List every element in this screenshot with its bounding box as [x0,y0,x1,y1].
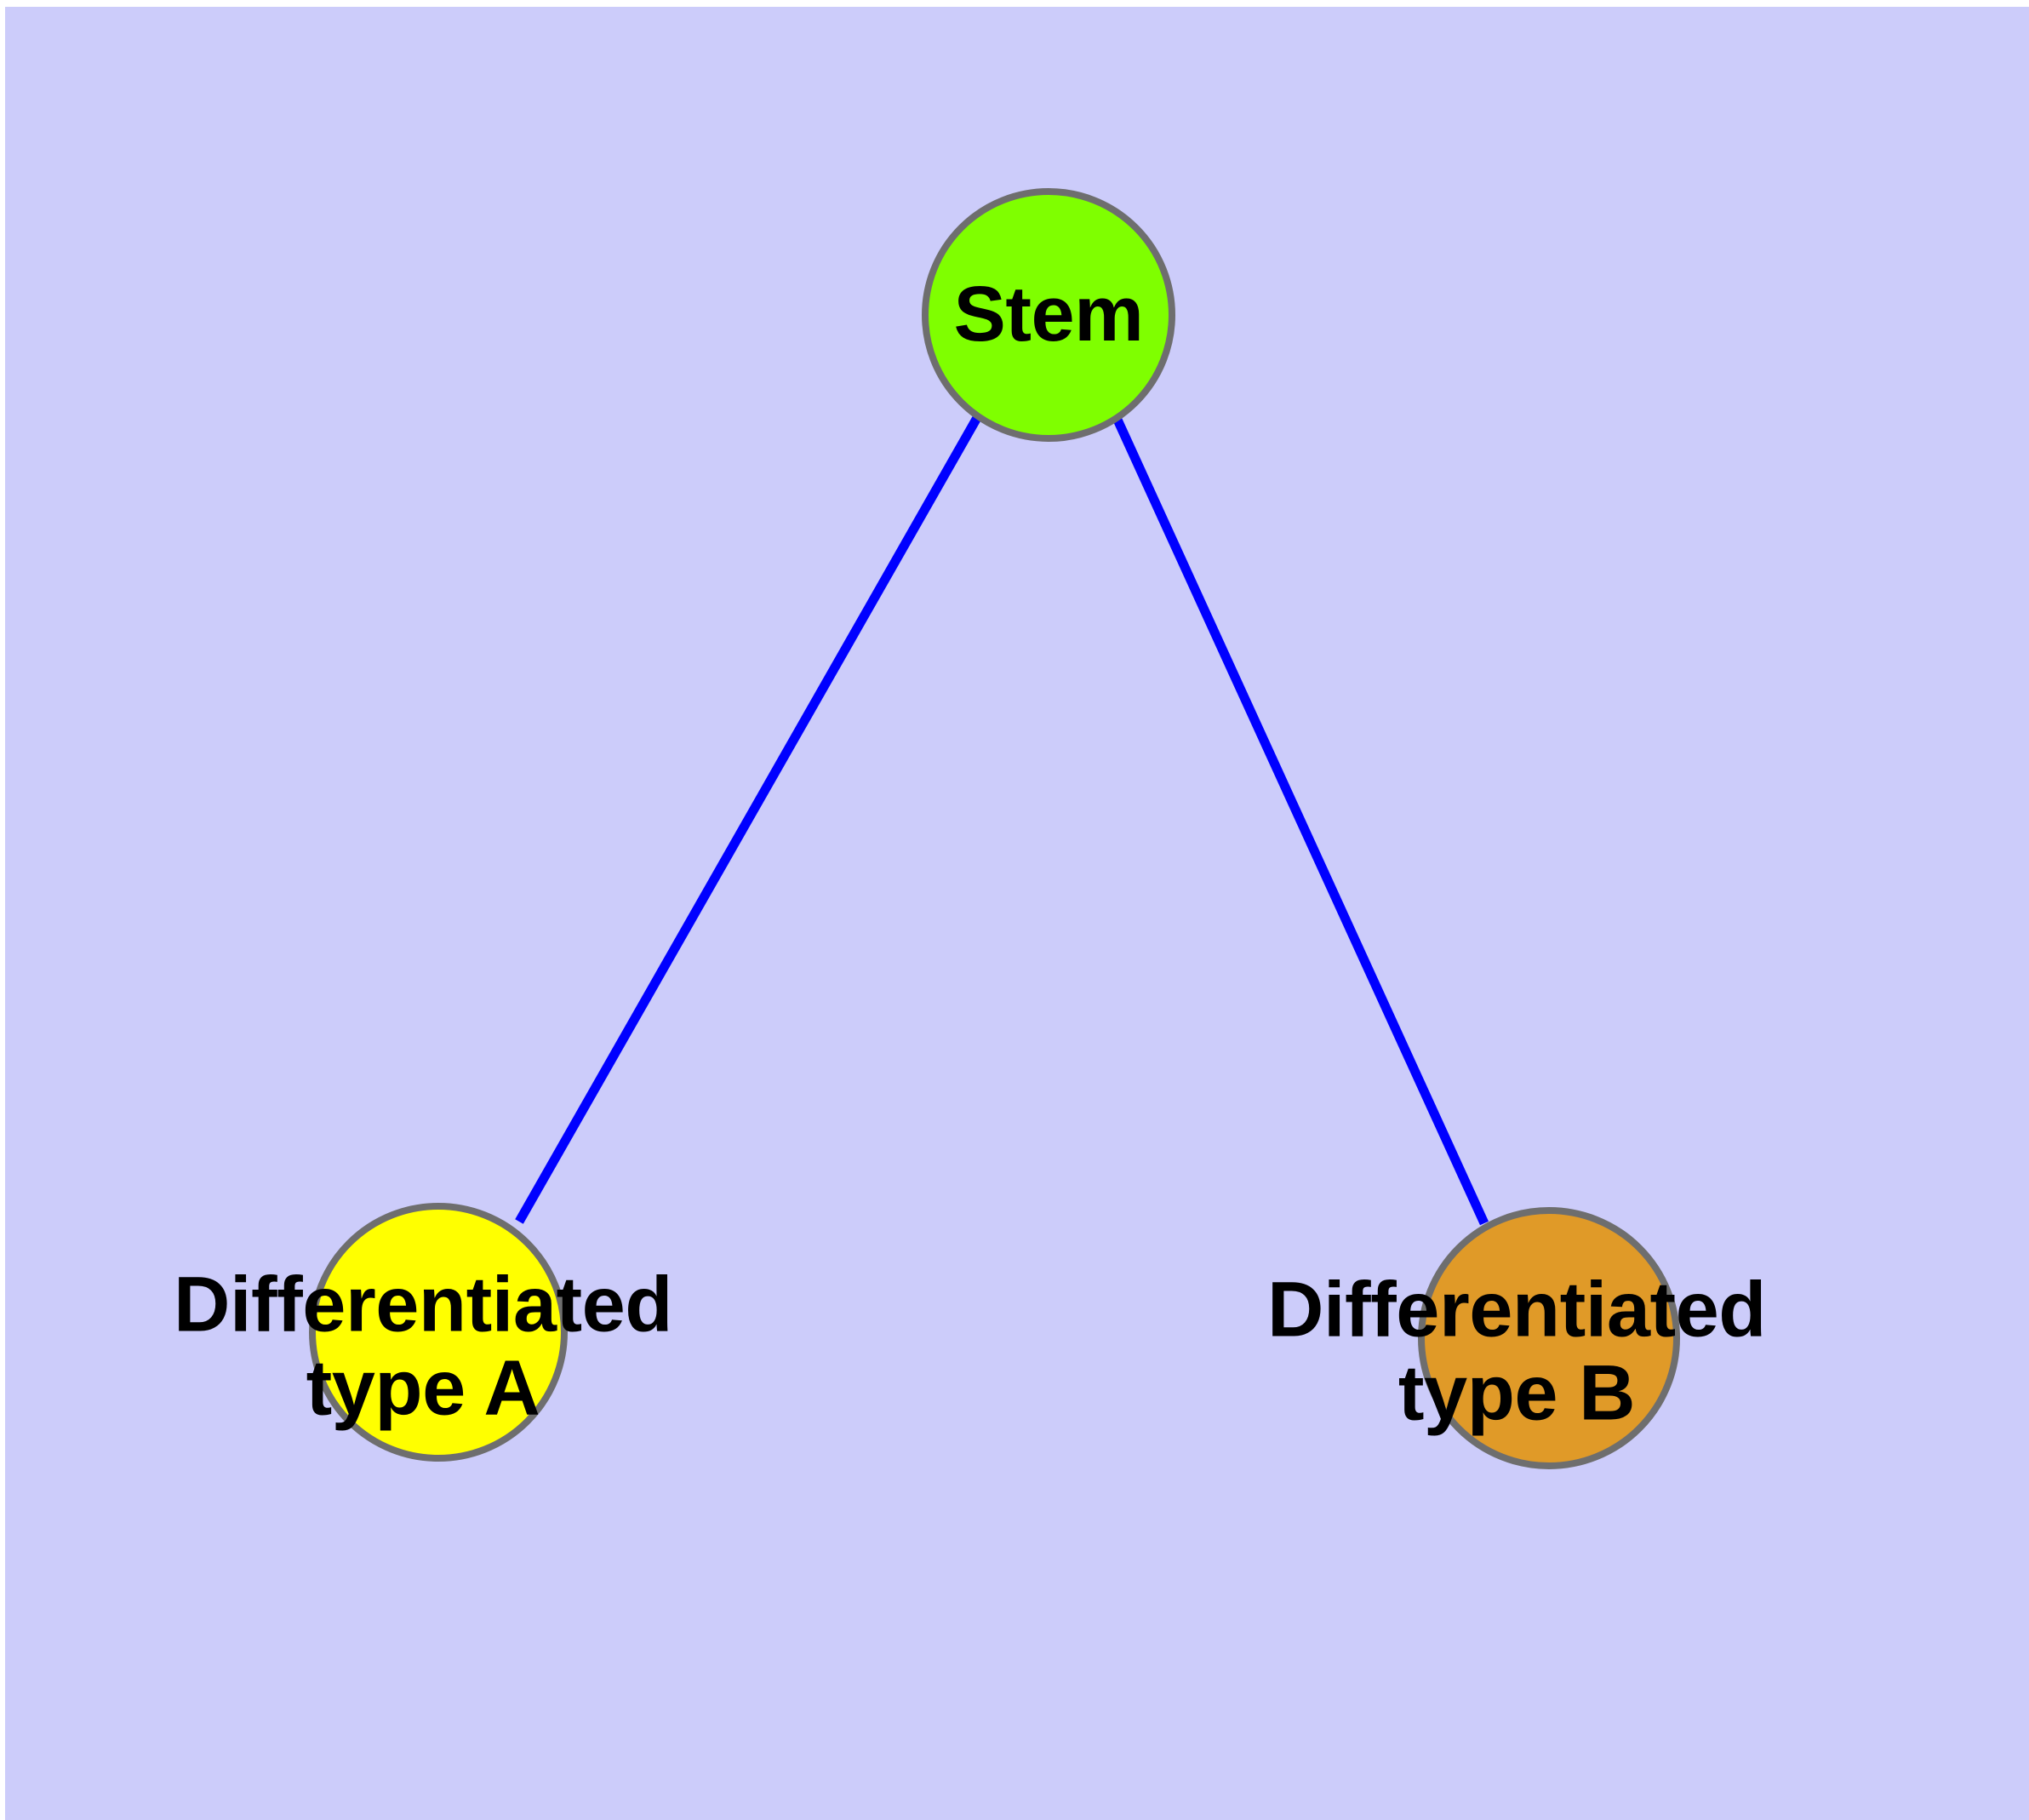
edge-stem-to-differentiated-type-a [515,414,982,1224]
edge-stem-to-differentiated-type-b [1112,417,1489,1226]
node-differentiated-type-b[interactable] [1418,1207,1680,1469]
node-differentiated-type-a[interactable] [309,1203,568,1462]
node-layer [309,188,1680,1469]
node-stem[interactable] [922,188,1175,442]
edge-layer [515,414,1489,1226]
